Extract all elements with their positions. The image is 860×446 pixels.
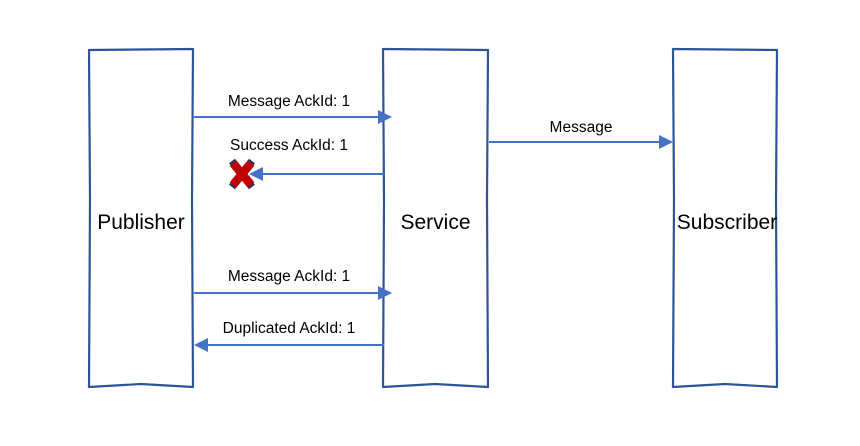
message-arrow-3[interactable] [489,135,673,149]
lifeline-label-subscriber: Subscriber [676,211,778,234]
lifeline-label-publisher: Publisher [97,211,185,234]
lifeline-box-service[interactable] [381,47,490,389]
lifeline-box-subscriber[interactable] [671,47,779,389]
lifeline-label-service: Service [400,211,471,234]
message-arrow-2[interactable] [249,167,384,181]
message-label-1: Message AckId: 1 [227,93,351,110]
message-label-2: Success AckId: 1 [229,137,349,154]
lifeline-box-publisher[interactable] [87,47,195,389]
message-label-5: Duplicated AckId: 1 [222,320,356,337]
message-label-4: Message AckId: 1 [227,268,351,285]
message-label-3: Message [549,119,613,136]
message-arrow-4[interactable] [194,286,392,300]
failure-x-icon [229,158,255,190]
message-arrow-5[interactable] [194,338,384,352]
message-arrow-1[interactable] [194,110,392,124]
